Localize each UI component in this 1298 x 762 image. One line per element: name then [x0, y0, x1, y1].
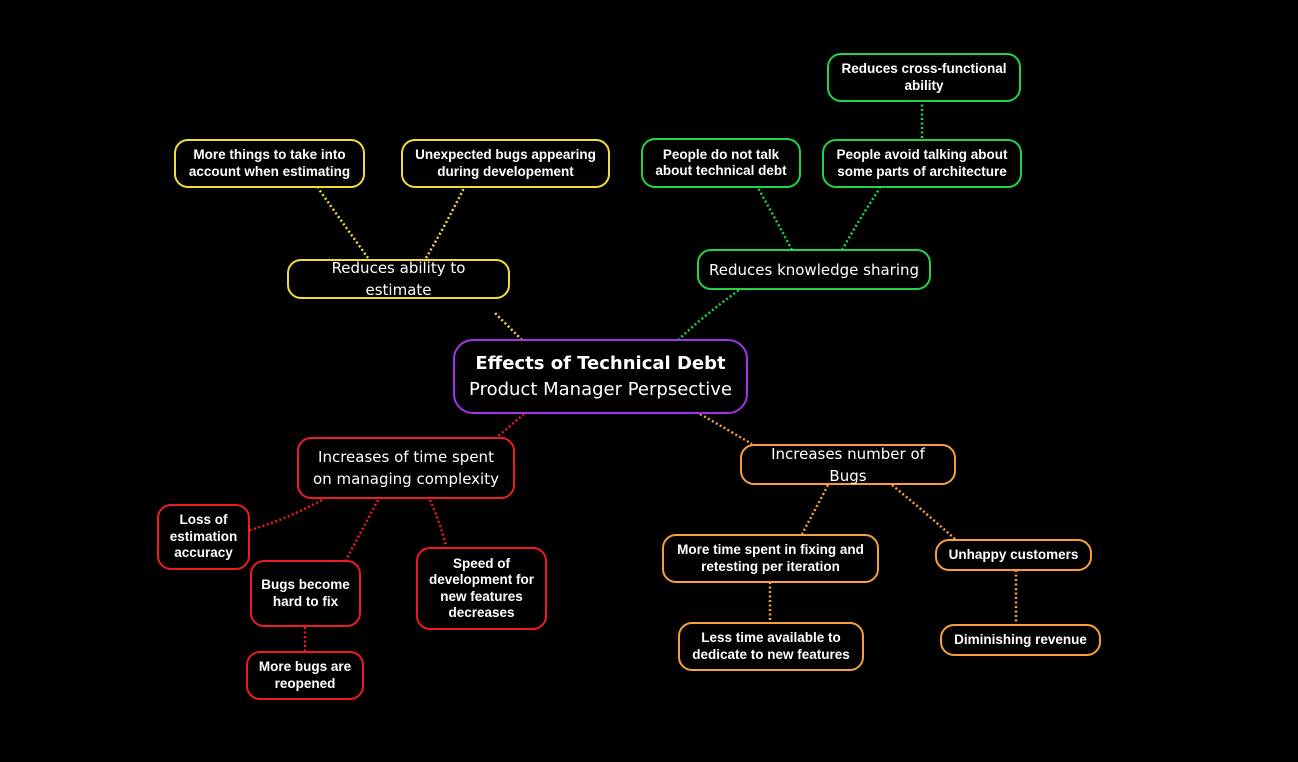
node-cross-functional[interactable]: Reduces cross-functional ability [827, 53, 1021, 102]
node-increases-bugs[interactable]: Increases number of Bugs [740, 444, 956, 485]
connector-knowledge-avoid [840, 187, 882, 251]
connector-complexity-speed [428, 499, 448, 547]
node-unexpected-bugs[interactable]: Unexpected bugs appearing during develop… [401, 139, 610, 188]
connector-root-estimate [493, 311, 523, 341]
node-reduces-estimate[interactable]: Reduces ability to estimate [287, 259, 510, 299]
connector-bugs-moretime [800, 484, 830, 535]
node-speed-development[interactable]: Speed of development for new features de… [416, 547, 547, 630]
connector-root-complexity [495, 413, 525, 439]
node-loss-estimation[interactable]: Loss of estimation accuracy [157, 504, 250, 570]
connector-estimate-unexpected [424, 187, 466, 259]
root-title: Effects of Technical Debt [475, 352, 726, 374]
connector-estimate-things [316, 187, 370, 259]
root-node[interactable]: Effects of Technical Debt Product Manage… [453, 339, 748, 414]
node-people-do-not-talk[interactable]: People do not talk about technical debt [641, 138, 801, 188]
connector-root-knowledge [677, 286, 743, 341]
node-more-time-fixing[interactable]: More time spent in fixing and retesting … [662, 534, 879, 583]
root-subtitle: Product Manager Perpsective [469, 378, 732, 400]
connector-complexity-loss [249, 498, 323, 532]
connector-knowledge-people [756, 187, 794, 251]
connector-bugs-unhappy [891, 484, 957, 541]
node-more-things[interactable]: More things to take into account when es… [174, 139, 365, 188]
node-bugs-reopened[interactable]: More bugs are reopened [246, 651, 364, 700]
node-reduces-knowledge[interactable]: Reduces knowledge sharing [697, 249, 931, 290]
node-bugs-hard-fix[interactable]: Bugs become hard to fix [250, 560, 361, 627]
connector-complexity-hardfix [344, 499, 380, 561]
node-people-avoid[interactable]: People avoid talking about some parts of… [822, 139, 1022, 188]
connector-root-bugs [699, 412, 753, 446]
node-less-time-available[interactable]: Less time available to dedicate to new f… [678, 622, 864, 671]
node-diminishing-revenue[interactable]: Diminishing revenue [940, 624, 1101, 656]
node-increases-complexity[interactable]: Increases of time spent on managing comp… [297, 437, 515, 499]
node-unhappy-customers[interactable]: Unhappy customers [935, 539, 1092, 571]
